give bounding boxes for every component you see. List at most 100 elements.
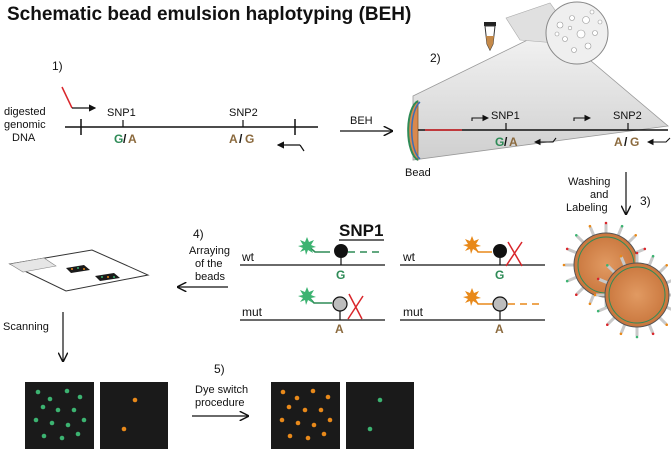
wt-label-2: wt (402, 250, 416, 264)
bead-snp2-allele-sep: / (624, 135, 628, 149)
probe-dye (575, 234, 578, 237)
bead-probe (619, 256, 627, 267)
base-a-2: A (495, 322, 504, 336)
bead-probe (598, 277, 609, 285)
probe-dye (634, 234, 637, 237)
green-spot (59, 435, 65, 441)
beh-label: BEH (350, 115, 373, 127)
green-spot (71, 407, 77, 413)
probe-mut-orange: mut A (400, 288, 545, 336)
bead-probe (588, 293, 596, 304)
scan-panel-orange (100, 382, 168, 449)
probe-dye (562, 263, 566, 267)
probe-dye (596, 277, 600, 281)
step-4-label: 4) (193, 227, 204, 241)
bead-snp1-allele-g: G (495, 135, 504, 149)
probe-dye (651, 332, 655, 336)
orange-dye-icon (463, 236, 481, 254)
mut-label-2: mut (403, 305, 424, 319)
bead-probe (627, 234, 637, 244)
orange-spot (280, 389, 286, 395)
primer-tail-red (61, 86, 73, 109)
orange-spot (302, 407, 308, 413)
probe-dye (565, 279, 569, 283)
bead-snp2-allele-g: G (630, 135, 639, 149)
orange-spot (311, 422, 317, 428)
bead-probe (658, 316, 668, 326)
bead-probe (665, 279, 671, 285)
snp2-allele-a: A (229, 132, 238, 146)
probe-dye (596, 309, 600, 313)
orange-spots-2 (279, 388, 333, 441)
probe-dye (565, 247, 569, 251)
bead-probe (647, 323, 655, 334)
mut-label-1: mut (242, 305, 263, 319)
dna-label-line3: DNA (12, 132, 36, 144)
green-spot (377, 397, 383, 403)
green-spot (40, 404, 46, 410)
dye-switch-line2: procedure (195, 397, 245, 409)
bead-probe (567, 275, 578, 283)
panel-1-genomic-dna: 1) digested genomic DNA SNP1 G / A SNP2 … (4, 59, 318, 152)
slide-label-area (9, 257, 57, 273)
probe-wt-green: wt G (240, 237, 385, 282)
arraying-line3: beads (195, 271, 225, 283)
probe-dye (606, 264, 609, 267)
bead-probe (606, 264, 616, 274)
dna-label-line1: digested (4, 106, 46, 118)
array-slide (8, 249, 150, 292)
step-4-arraying: 4) Arraying of the beads (178, 227, 230, 287)
bead-probe (575, 234, 585, 244)
orange-spot (295, 420, 301, 426)
bead-probe (567, 247, 578, 255)
green-dye-icon-2 (298, 287, 316, 305)
washing-line2: and (590, 189, 608, 201)
bead-probe (647, 256, 655, 267)
probe-dye (593, 293, 597, 297)
green-spot (81, 417, 87, 423)
bead-forward-primer-2 (573, 114, 592, 122)
step-5-dye-switch: 5) Dye switch procedure (192, 362, 248, 416)
green-spot (65, 422, 71, 428)
probe-dye (575, 293, 578, 296)
orange-spot (286, 404, 292, 410)
probe-wt-orange: wt G (400, 236, 545, 282)
probe-dye (665, 264, 668, 267)
scanning-step: Scanning (3, 312, 63, 361)
orange-spot (305, 435, 311, 441)
probe-dye (635, 335, 639, 339)
green-spot (49, 420, 55, 426)
green-spot (47, 396, 53, 402)
base-g-1: G (336, 268, 345, 282)
orange-spot (294, 395, 300, 401)
snp2-allele-g: G (245, 132, 254, 146)
probe-dye (643, 247, 647, 251)
bead-probe (658, 264, 668, 274)
bead-snp2-label: SNP2 (613, 110, 642, 122)
bead-probe (575, 286, 585, 296)
bead-reverse-primer-1 (533, 137, 557, 146)
terminator-nucleotide-2 (493, 244, 507, 258)
orange-spot (287, 433, 293, 439)
step-1-label: 1) (52, 59, 63, 73)
snp1-allele-a: A (128, 132, 137, 146)
green-spot (75, 431, 81, 437)
probe-dye (620, 224, 624, 228)
washing-line1: Washing (568, 176, 610, 188)
bead-probe (606, 316, 616, 326)
base-g-2: G (495, 268, 504, 282)
snp1-allele-sep: / (123, 132, 127, 146)
orange-dye-icon-2 (463, 288, 481, 306)
scanning-label: Scanning (3, 321, 49, 333)
bead-snp2-allele-a: A (614, 135, 623, 149)
green-spot (64, 388, 70, 394)
green-spot (55, 407, 61, 413)
snp1-label: SNP1 (107, 107, 136, 119)
green-spot (41, 433, 47, 439)
step-3-label: 3) (640, 194, 651, 208)
green-spot (77, 394, 83, 400)
base-a-1: A (335, 322, 344, 336)
snp2-label: SNP2 (229, 107, 258, 119)
tube-icon (484, 22, 496, 52)
